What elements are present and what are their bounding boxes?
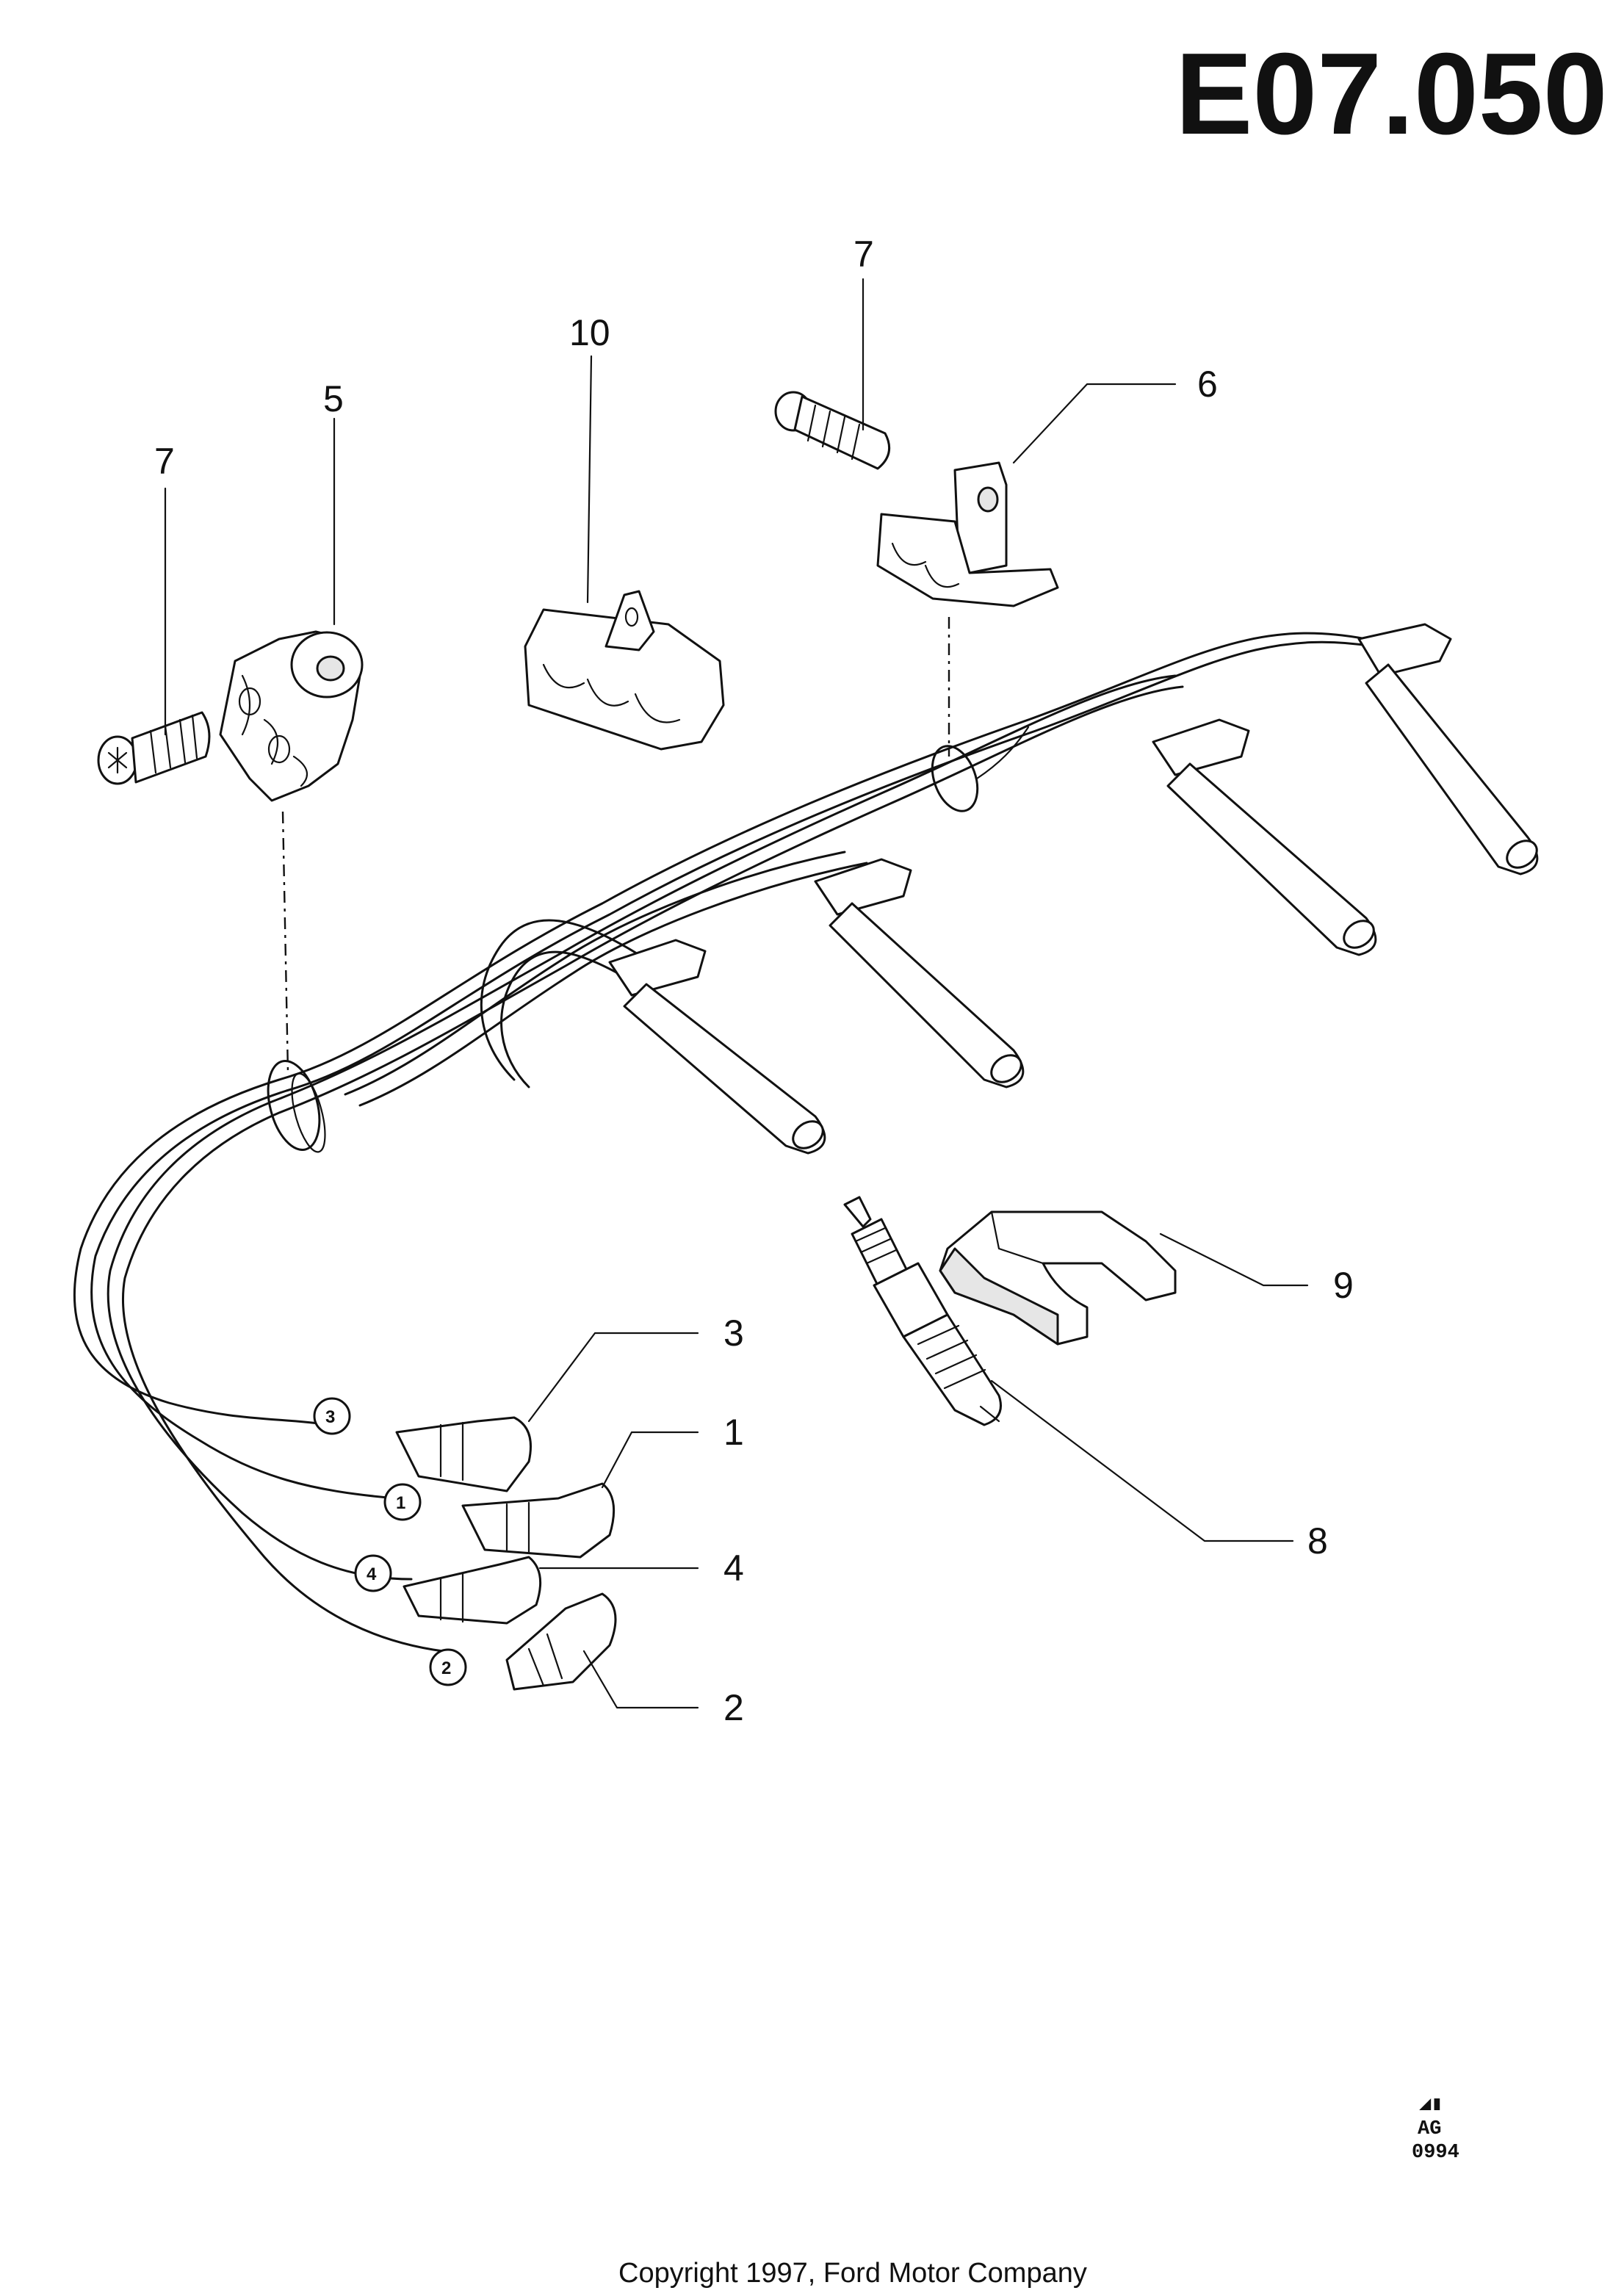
wire-number-4: 4: [367, 1564, 377, 1584]
callout-7-left: 7: [154, 441, 175, 482]
wire-number-1: 1: [396, 1493, 405, 1513]
drawing-mark-symbol: ◢▮: [1419, 2094, 1443, 2116]
harness-bracket-6: [876, 461, 1059, 607]
leader-lines: [164, 278, 1309, 1709]
wire-number-2: 2: [441, 1658, 451, 1678]
plug-lead-connector-3: [395, 1416, 532, 1492]
wire-number-3: 3: [325, 1407, 335, 1427]
callout-5: 5: [323, 378, 344, 419]
spark-plug-8: [843, 1196, 1002, 1426]
coil-boot-1: [1357, 623, 1539, 876]
callout-3: 3: [723, 1313, 744, 1354]
diagram-title: E07.050: [1175, 29, 1608, 159]
assembly-lines: [281, 617, 950, 1073]
plug-lead-connector-2: [505, 1592, 617, 1691]
plug-lead-connector-1: [461, 1482, 616, 1559]
drawing-mark: ◢▮ AG 0994: [1412, 2094, 1459, 2164]
ignition-wire-harness: [73, 632, 1375, 1654]
callout-2: 2: [723, 1687, 744, 1728]
callout-8: 8: [1307, 1520, 1328, 1562]
callout-7-right: 7: [853, 234, 874, 275]
drawing-mark-number: 0994: [1412, 2142, 1459, 2164]
coil-boot-2: [1152, 718, 1377, 956]
drawing-mark-code: AG: [1418, 2118, 1441, 2140]
callout-1: 1: [723, 1412, 744, 1453]
torx-bolt-left: [97, 711, 211, 785]
callout-4: 4: [723, 1548, 744, 1589]
torx-bolt-right: [774, 391, 891, 470]
harness-clip-5: [219, 630, 364, 802]
callouts: 7 5 10 7 6 3 1 4 2 9 8: [154, 234, 1354, 1728]
plug-lead-connector-4: [403, 1556, 542, 1625]
callout-9: 9: [1333, 1265, 1354, 1306]
callout-6: 6: [1197, 364, 1218, 405]
callout-10: 10: [569, 312, 610, 353]
wire-number-tags: 3 1 4 2: [313, 1397, 467, 1686]
coil-boot-4: [608, 939, 826, 1155]
copyright-notice: Copyright 1997, Ford Motor Company: [618, 2258, 1087, 2289]
harness-clip-10: [524, 590, 725, 751]
spark-plug-cover-9: [939, 1210, 1177, 1346]
coil-boot-3: [814, 858, 1025, 1089]
